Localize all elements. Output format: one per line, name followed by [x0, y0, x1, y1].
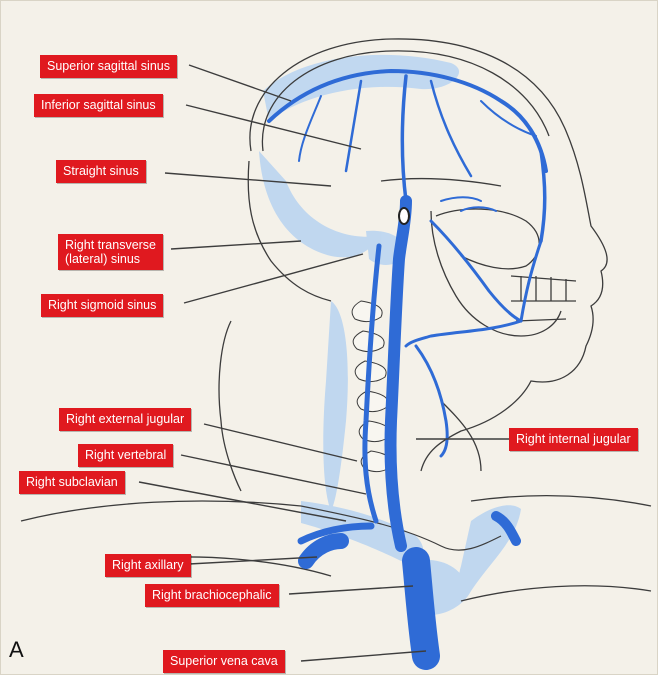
label-superior-vena-cava: Superior vena cava: [163, 650, 285, 673]
label-right-subclavian: Right subclavian: [19, 471, 125, 494]
label-right-transverse-sinus: Right transverse (lateral) sinus: [58, 234, 163, 270]
label-right-sigmoid-sinus: Right sigmoid sinus: [41, 294, 163, 317]
label-right-external-jugular: Right external jugular: [59, 408, 191, 431]
label-right-vertebral: Right vertebral: [78, 444, 173, 467]
label-straight-sinus: Straight sinus: [56, 160, 146, 183]
label-inferior-sagittal-sinus: Inferior sagittal sinus: [34, 94, 163, 117]
label-right-brachiocephalic: Right brachiocephalic: [145, 584, 279, 607]
label-right-axillary: Right axillary: [105, 554, 191, 577]
label-superior-sagittal-sinus: Superior sagittal sinus: [40, 55, 177, 78]
label-right-internal-jugular: Right internal jugular: [509, 428, 638, 451]
panel-letter: A: [9, 637, 24, 663]
